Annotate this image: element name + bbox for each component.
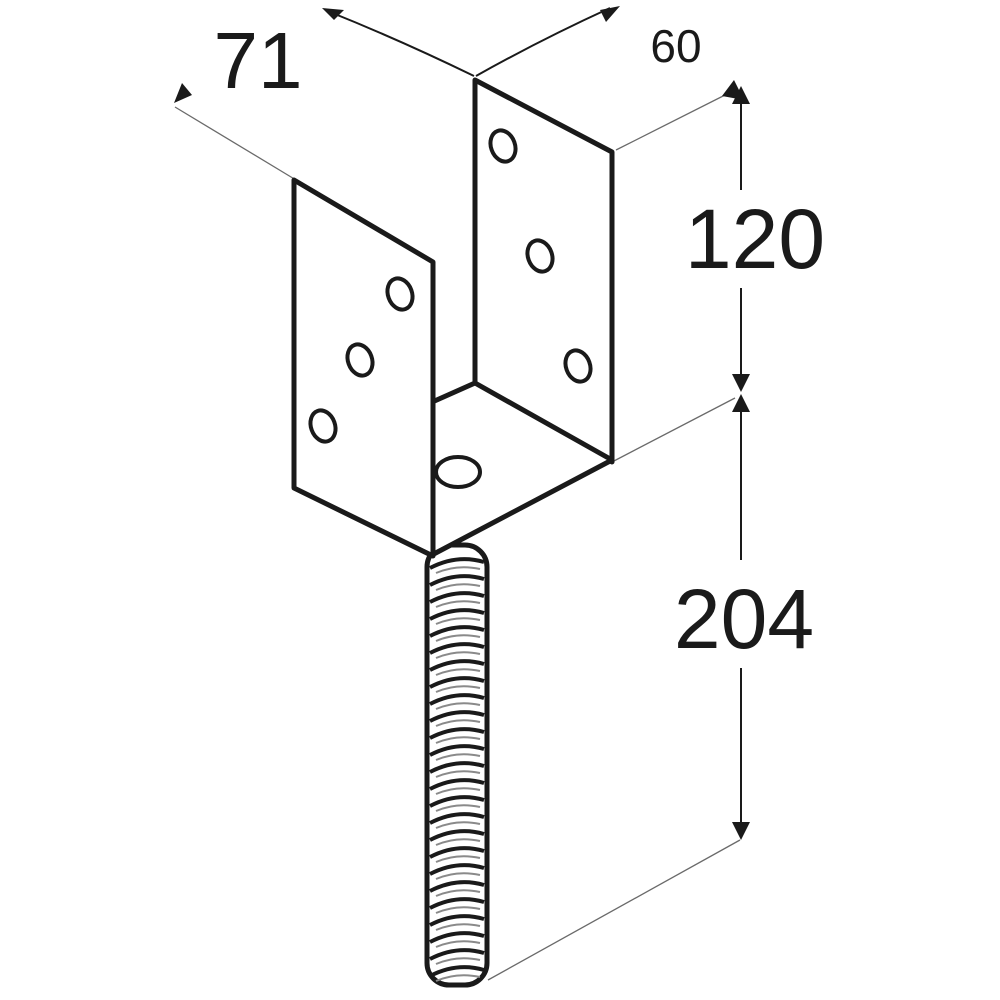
rod-thread-shade <box>435 770 481 778</box>
rod-length-label: 204 <box>674 572 814 666</box>
width-arrow-icon <box>322 8 344 20</box>
rod-thread-shade <box>435 702 481 710</box>
rod-thread-shade <box>435 838 481 846</box>
rod-thread <box>429 625 485 638</box>
rod-thread <box>429 846 485 859</box>
u-bracket <box>291 77 615 559</box>
depth-arrow-top-icon <box>600 6 620 22</box>
rod-thread-shade <box>435 974 481 982</box>
rod-thread <box>429 591 485 604</box>
front-hole-2 <box>345 342 375 378</box>
rod-thread-shade <box>435 583 481 591</box>
rod-thread-shade <box>435 821 481 829</box>
rod-thread <box>429 693 485 706</box>
rod-thread <box>429 710 485 723</box>
depth-extension-line <box>615 89 736 151</box>
rod-thread <box>429 795 485 808</box>
rod-thread-shade <box>435 600 481 608</box>
rod-thread-shade <box>435 923 481 931</box>
rod-thread <box>429 948 485 961</box>
threaded-rod <box>424 542 490 988</box>
rod-thread-shade <box>435 906 481 914</box>
width-extension-line <box>174 106 297 181</box>
rod-thread-shade <box>435 685 481 693</box>
depth-dimension-line <box>475 7 611 77</box>
rod-thread <box>429 557 485 570</box>
depth-dimension: 60 <box>475 6 744 100</box>
rod-thread <box>429 727 485 740</box>
base-hole <box>434 455 482 489</box>
rod-thread <box>429 965 485 978</box>
rod-thread-shade <box>435 617 481 625</box>
width-dimension-line <box>329 11 475 77</box>
rod-thread-shade <box>435 736 481 744</box>
rod-threads <box>429 557 485 982</box>
back-hole-1 <box>488 128 518 164</box>
front-hole-3 <box>308 408 338 444</box>
rod-thread <box>429 744 485 757</box>
front-hole-1 <box>385 276 415 312</box>
rod-thread-shade <box>435 940 481 948</box>
rod-length-top-arrow-icon <box>732 394 750 412</box>
rod-thread <box>429 642 485 655</box>
bracket-height-top-arrow-icon <box>732 86 750 104</box>
rod-thread-shade <box>435 872 481 880</box>
rod-thread <box>429 931 485 944</box>
rod-thread <box>429 914 485 927</box>
rod-thread <box>429 897 485 910</box>
rod-thread-shade <box>435 889 481 897</box>
back-hole-2 <box>525 238 555 274</box>
rod-thread <box>429 676 485 689</box>
rod-thread-shade <box>435 634 481 642</box>
rod-thread <box>429 608 485 621</box>
rod-thread <box>429 778 485 791</box>
rod-end-extension-line <box>487 839 741 981</box>
base-extension-line <box>611 397 736 463</box>
rod-thread-shade <box>435 787 481 795</box>
bracket-height-bottom-arrow-icon <box>732 374 750 392</box>
rod-thread-shade <box>435 753 481 761</box>
rod-length-bottom-arrow-icon <box>732 822 750 840</box>
rod-thread-shade <box>435 855 481 863</box>
width-dimension: 71 <box>174 8 475 105</box>
rod-thread-shade <box>435 566 481 574</box>
bracket-height-label: 120 <box>685 192 825 286</box>
depth-label: 60 <box>650 20 701 72</box>
width-label: 71 <box>214 16 303 105</box>
width-left-arrow-icon <box>174 83 192 103</box>
rod-thread <box>429 574 485 587</box>
rod-thread <box>429 829 485 842</box>
rod-thread-shade <box>435 651 481 659</box>
back-hole-3 <box>563 348 593 384</box>
rod-thread <box>429 659 485 672</box>
extension-lines <box>174 89 741 981</box>
rod-thread-shade <box>435 668 481 676</box>
rod-thread-shade <box>435 957 481 965</box>
rod-thread-shade <box>435 804 481 812</box>
rod-thread <box>429 863 485 876</box>
height-dimensions: 120 204 <box>674 86 825 840</box>
rod-thread <box>429 880 485 893</box>
rod-thread <box>429 812 485 825</box>
rod-thread <box>429 761 485 774</box>
rod-thread-shade <box>435 719 481 727</box>
